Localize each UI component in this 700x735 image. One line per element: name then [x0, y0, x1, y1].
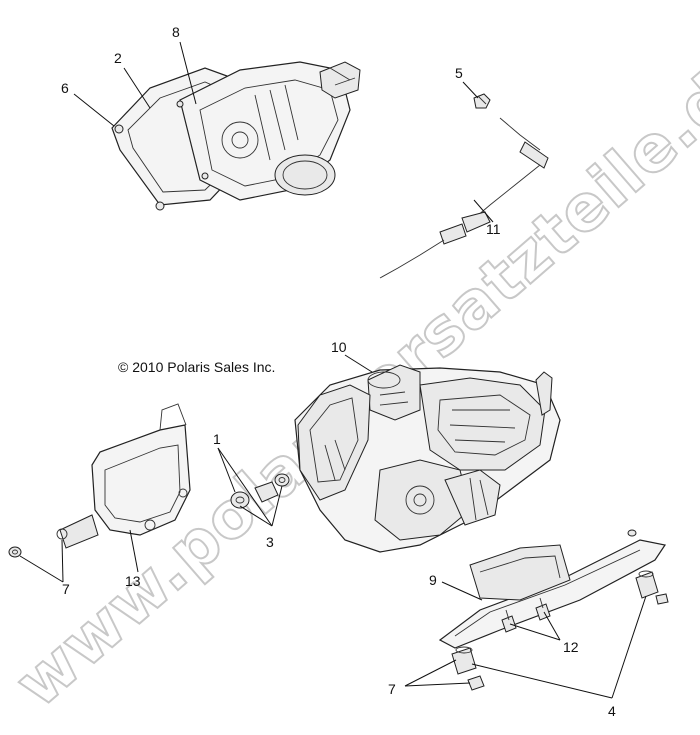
washer-part-7-left — [8, 546, 22, 558]
callout-13: 13 — [125, 573, 141, 589]
callout-2: 2 — [114, 50, 122, 66]
callout-labels: 2 8 6 5 11 10 1 3 13 7 9 12 7 4 — [61, 24, 616, 719]
engine-assembly — [294, 364, 561, 553]
callout-8: 8 — [172, 24, 180, 40]
throttle-body-assembly — [111, 61, 361, 211]
callout-7-right: 7 — [388, 681, 396, 697]
bracket-part-13 — [56, 403, 191, 549]
callout-4: 4 — [608, 703, 616, 719]
callout-1: 1 — [213, 431, 221, 447]
leader-lines — [19, 41, 647, 699]
watermark-text: www.polarisersatzteile.de — [2, 31, 700, 722]
callout-11: 11 — [486, 221, 501, 237]
callout-12: 12 — [563, 639, 579, 655]
callout-3: 3 — [266, 534, 274, 550]
mount-plate-part-9 — [438, 529, 669, 691]
copyright-text: © 2010 Polaris Sales Inc. — [118, 359, 275, 375]
callout-10: 10 — [331, 339, 347, 355]
mount-bushings — [230, 473, 290, 509]
callout-6: 6 — [61, 80, 69, 96]
callout-5: 5 — [455, 65, 463, 81]
cable-part-11 — [379, 117, 549, 279]
callout-9: 9 — [429, 572, 437, 588]
callout-7-left: 7 — [62, 581, 70, 597]
